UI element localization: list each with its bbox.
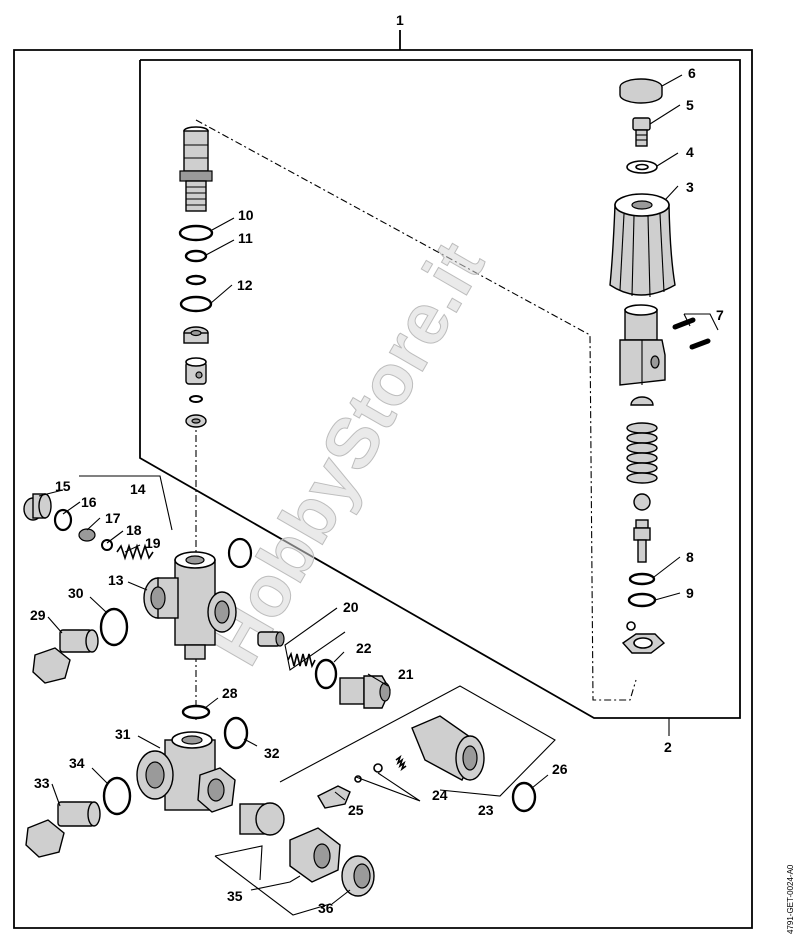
ring-18-icon: [101, 539, 113, 551]
drawing-code: 4791-GET-0024-A0: [786, 864, 795, 934]
spring-20-icon: [287, 651, 316, 669]
label-15: 15: [55, 478, 71, 494]
label-29: 29: [30, 607, 46, 623]
plug-icon: [23, 493, 52, 521]
label-5: 5: [686, 97, 694, 113]
label-10: 10: [238, 207, 254, 223]
piston-icon: [633, 519, 651, 563]
label-36: 36: [318, 900, 334, 916]
label-11: 11: [238, 230, 253, 246]
label-20: 20: [343, 599, 359, 615]
o-ring-28-icon: [181, 704, 211, 720]
spring-19-icon: [116, 543, 154, 561]
o-ring-26-icon: [511, 781, 537, 813]
o-ring-34-icon: [102, 776, 132, 816]
o-ring-8-icon: [628, 572, 656, 586]
nipple-25-icon: [317, 785, 351, 809]
label-8: 8: [686, 549, 694, 565]
label-22: 22: [356, 640, 372, 656]
label-3: 3: [686, 179, 694, 195]
outer-assembly-frame: [13, 30, 753, 929]
label-7: 7: [716, 307, 724, 323]
o-ring-10-icon: [178, 224, 214, 242]
label-9: 9: [686, 585, 694, 601]
bushing-icon: [185, 414, 207, 428]
label-35: 35: [227, 888, 243, 904]
label-23: 23: [478, 802, 494, 818]
label-17: 17: [105, 510, 121, 526]
label-21: 21: [398, 666, 414, 682]
o-ring-12b-icon: [179, 295, 213, 313]
seat-icon: [183, 326, 209, 344]
label-14: 14: [130, 481, 146, 497]
nut-icon: [621, 633, 666, 654]
spring-24-icon: [395, 754, 407, 772]
washer-16-icon: [53, 508, 73, 532]
label-32: 32: [264, 745, 280, 761]
label-4: 4: [686, 144, 694, 160]
cap-36-icon: [341, 855, 375, 897]
banjo-bolt-33-icon: [25, 801, 101, 858]
assembly-axis-lines: [195, 119, 637, 720]
washer-icon: [626, 160, 658, 174]
pins-icon: [672, 317, 711, 350]
nipple-icon: [179, 126, 213, 212]
knob-icon: [609, 193, 676, 298]
label-28: 28: [222, 685, 238, 701]
label-30: 30: [68, 585, 84, 601]
label-25: 25: [348, 802, 364, 818]
o-ring-30-icon: [99, 607, 129, 647]
ball-icon: [633, 493, 651, 511]
label-19: 19: [145, 535, 161, 551]
o-ring-22-icon: [314, 658, 338, 690]
label-6: 6: [688, 65, 696, 81]
o-ring-9-icon: [627, 592, 657, 608]
banjo-bolt-29-icon: [32, 629, 99, 684]
fitting-21-icon: [339, 675, 391, 709]
spring-icon: [626, 422, 658, 484]
spring-cup-icon: [630, 396, 654, 406]
cap-icon: [619, 78, 663, 104]
label-24: 24: [432, 787, 448, 803]
small-ring-icon: [626, 621, 636, 631]
valve-17-icon: [78, 528, 96, 542]
fitting-lower-icon: [239, 802, 285, 836]
label-33: 33: [34, 775, 50, 791]
inner-assembly-frame: [139, 59, 741, 736]
label-1: 1: [396, 12, 404, 28]
label-12: 12: [237, 277, 253, 293]
quick-coupling-23-icon: [411, 715, 485, 781]
valve-body-icon: [619, 304, 666, 386]
screw-icon: [632, 117, 651, 147]
label-18: 18: [126, 522, 142, 538]
tee-body-31-icon: [136, 731, 236, 813]
valve-insert-icon: [185, 357, 207, 385]
o-ring-near-13-icon: [227, 537, 253, 569]
label-34: 34: [69, 755, 85, 771]
label-2: 2: [664, 739, 672, 755]
part-labels: 1 2 3 4 5 6 7 8 9 10 11 12 13 14 15 16 1…: [30, 12, 724, 916]
nut-35-icon: [289, 827, 341, 883]
o-ring-12a-icon: [185, 274, 207, 286]
label-16: 16: [81, 494, 97, 510]
label-13: 13: [108, 572, 124, 588]
tee-body-13-icon: [143, 551, 237, 660]
small-o-ring-icon: [189, 395, 203, 403]
label-26: 26: [552, 761, 568, 777]
o-ring-32-icon: [223, 716, 249, 750]
insert-20-icon: [257, 631, 285, 647]
ball-24-icon: [373, 763, 383, 773]
label-31: 31: [115, 726, 131, 742]
o-ring-11-icon: [184, 249, 208, 263]
leader-lines: [38, 74, 719, 916]
